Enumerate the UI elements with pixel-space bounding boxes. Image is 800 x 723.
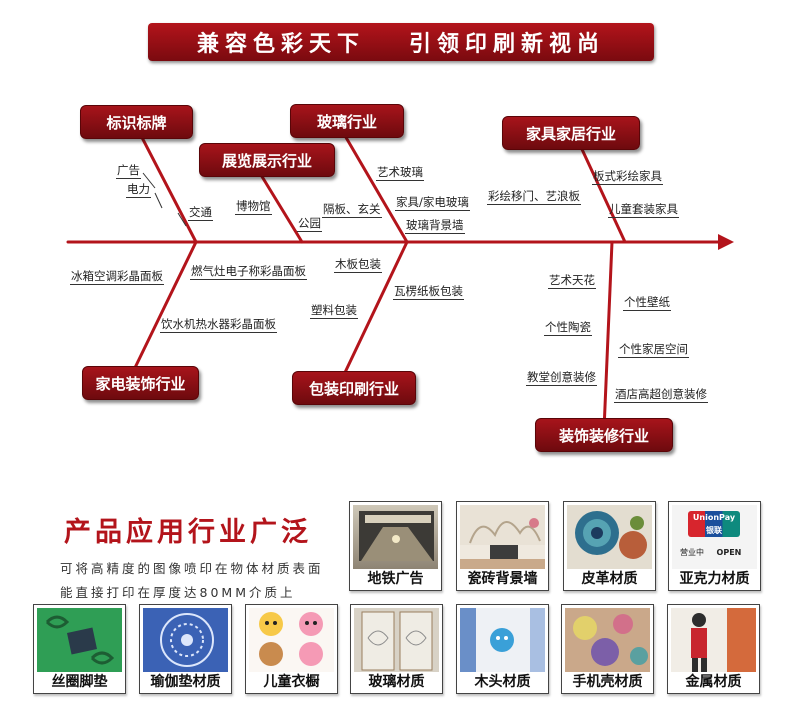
yoga-photo	[143, 608, 228, 672]
branch-zhuangshi	[602, 240, 614, 432]
card-wardrobe: 儿童衣橱	[245, 604, 338, 694]
branch-zhanlan	[256, 168, 304, 244]
unionpay-brand: UnionPay	[692, 513, 736, 522]
cartoon-animals-illustration	[259, 612, 323, 666]
label-mubanbaozhuang: 木板包装	[334, 257, 382, 273]
tag-boli: 玻璃行业	[290, 104, 404, 138]
fishbone-diagram	[66, 122, 734, 432]
open-sign-cn: 营业中	[680, 548, 704, 557]
label-suliaobaozhuang: 塑料包装	[310, 303, 358, 319]
spine-arrowhead	[718, 234, 734, 250]
card-wood-label: 木头材质	[474, 674, 531, 690]
unionpay-brand-cn: 银联	[706, 526, 722, 535]
connector-jiaotong	[177, 212, 187, 227]
card-leather-label: 皮革材质	[581, 571, 638, 587]
card-phonecase-label: 手机壳材质	[572, 674, 643, 690]
wood-illustration	[460, 608, 545, 672]
branch-boli	[342, 132, 409, 244]
card-leather: 皮革材质	[563, 501, 656, 591]
card-tile: 瓷砖背景墙	[456, 501, 549, 591]
apps-line-2: 能直接打印在厚度达80MM介质上	[60, 585, 296, 600]
connector-guanggao	[142, 172, 156, 189]
label-ertongtaozhuang: 儿童套装家具	[608, 202, 679, 218]
branch-baozhuang	[338, 240, 409, 385]
subway-photo	[353, 505, 438, 569]
label-caihui: 彩绘移门、艺浪板	[487, 189, 581, 205]
card-yoga-label: 瑜伽垫材质	[150, 674, 221, 690]
tag-jiadian: 家电装饰行业	[82, 366, 199, 400]
branch-biaozhi	[133, 122, 198, 244]
label-gexingjiaju: 个性家居空间	[618, 342, 689, 358]
metal-illustration	[691, 608, 756, 672]
label-bolibeijing: 玻璃背景墙	[405, 218, 465, 234]
label-bowuguan: 博物馆	[235, 199, 272, 215]
card-mat: 丝圈脚垫	[33, 604, 126, 694]
banner-slogan-left: 兼容色彩天下	[196, 32, 365, 57]
tag-biaozhi: 标识标牌	[80, 105, 193, 139]
top-banner: 兼容色彩天下 引领印刷新视尚	[148, 23, 654, 61]
glass-photo	[354, 608, 439, 672]
card-yoga: 瑜伽垫材质	[139, 604, 232, 694]
open-sign-en: OPEN	[716, 548, 742, 557]
label-jiajuboli: 家具/家电玻璃	[395, 195, 470, 211]
peacock-illustration	[575, 511, 647, 559]
tag-zhuangshi: 装饰装修行业	[535, 418, 673, 452]
glass-door-illustration	[361, 611, 433, 671]
card-subway-label: 地铁广告	[367, 571, 424, 587]
mat-photo	[37, 608, 122, 672]
label-ranqizao: 燃气灶电子称彩晶面板	[190, 264, 307, 280]
branch-jiadian	[128, 240, 198, 380]
mandala-illustration	[160, 613, 214, 667]
label-guanggao: 广告	[116, 163, 141, 179]
card-subway: 地铁广告	[349, 501, 442, 591]
card-metal-label: 金属材质	[685, 674, 742, 690]
card-glass-label: 玻璃材质	[368, 674, 425, 690]
label-banshi: 板式彩绘家具	[592, 169, 663, 185]
card-tile-label: 瓷砖背景墙	[467, 571, 538, 587]
tile-illustration	[460, 505, 545, 569]
open-sign: 营业中 OPEN	[680, 547, 741, 558]
apps-title: 产品应用行业广泛	[64, 517, 312, 548]
leather-photo	[567, 505, 652, 569]
card-wood: 木头材质	[456, 604, 549, 694]
card-glass: 玻璃材质	[350, 604, 443, 694]
label-dianli: 电力	[126, 182, 151, 198]
label-gexingtaoci: 个性陶瓷	[544, 320, 592, 336]
label-yinshuiji: 饮水机热水器彩晶面板	[160, 317, 277, 333]
subway-illustration	[359, 511, 434, 561]
banner-slogan-right: 引领印刷新视尚	[409, 32, 606, 57]
tag-jiaju: 家具家居行业	[502, 116, 640, 150]
label-jiaotang: 教堂创意装修	[526, 370, 597, 386]
tile-photo	[460, 505, 545, 569]
wardrobe-photo	[249, 608, 334, 672]
label-jiaotong: 交通	[188, 205, 213, 221]
card-phonecase: 手机壳材质	[561, 604, 654, 694]
tag-zhanlan: 展览展示行业	[199, 143, 335, 177]
label-jiudian: 酒店高超创意装修	[614, 387, 708, 403]
card-wardrobe-label: 儿童衣橱	[263, 674, 320, 690]
unionpay-logo: UnionPay 银联	[688, 511, 740, 537]
acrylic-photo: UnionPay 银联 营业中 OPEN	[672, 505, 757, 569]
branch-jiaju	[578, 143, 627, 244]
card-acrylic-label: 亚克力材质	[679, 571, 750, 587]
label-gebanxuanguan: 隔板、玄关	[322, 202, 382, 218]
card-acrylic: UnionPay 银联 营业中 OPEN 亚克力材质	[668, 501, 761, 591]
label-walengzhi: 瓦楞纸板包装	[393, 284, 464, 300]
label-gexingbizhi: 个性壁纸	[623, 295, 671, 311]
wood-photo	[460, 608, 545, 672]
label-gongyuan: 公园	[297, 216, 322, 232]
mat-illustration	[45, 615, 115, 665]
connector-dianli	[154, 192, 163, 209]
phonecase-photo	[565, 608, 650, 672]
metal-photo	[671, 608, 756, 672]
card-metal: 金属材质	[667, 604, 760, 694]
phonecase-illustration	[573, 614, 648, 666]
label-bingxiang: 冰箱空调彩晶面板	[70, 269, 164, 285]
apps-line-1: 可将高精度的图像喷印在物体材质表面	[60, 561, 324, 576]
label-yishuboli: 艺术玻璃	[376, 165, 424, 181]
card-mat-label: 丝圈脚垫	[51, 674, 108, 690]
tag-baozhuang: 包装印刷行业	[292, 371, 416, 405]
label-yishutianhua: 艺术天花	[548, 273, 596, 289]
